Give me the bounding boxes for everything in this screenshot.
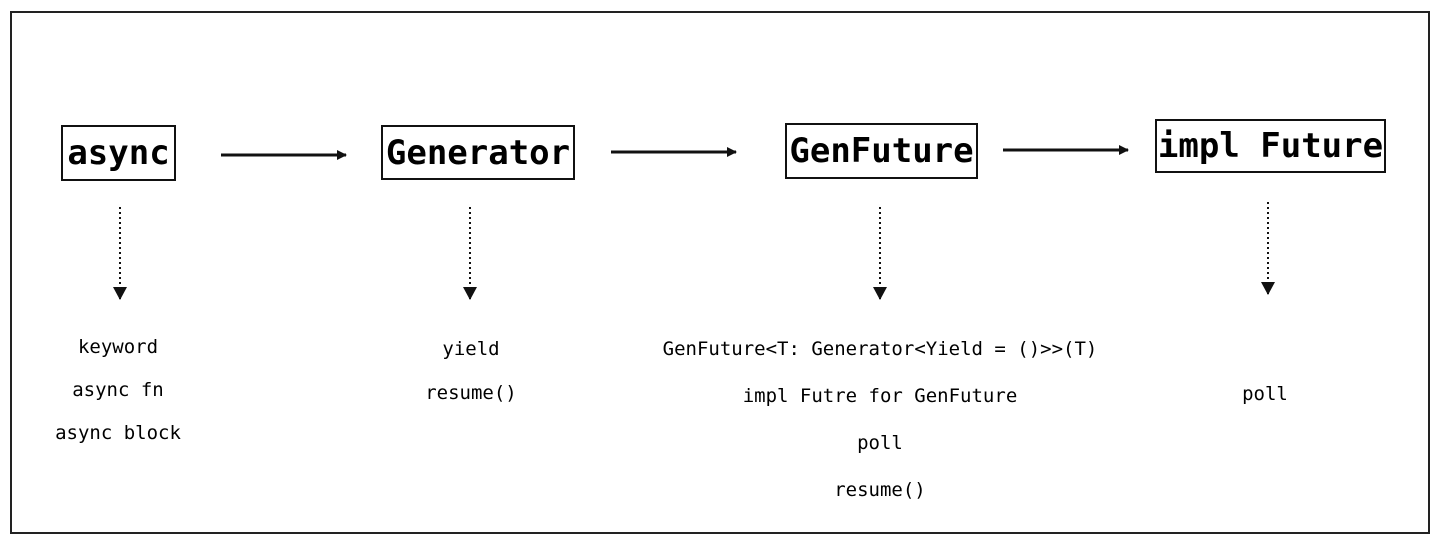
node-impl-future: impl Future <box>1155 119 1386 173</box>
node-genfuture-label: GenFuture <box>789 131 974 171</box>
node-impl-future-label: impl Future <box>1157 126 1384 166</box>
details-genfuture: GenFuture<T: Generator<Yield = ()>>(T) i… <box>640 338 1120 526</box>
node-generator: Generator <box>381 125 575 180</box>
detail-item: poll <box>1242 383 1288 405</box>
detail-item: async fn <box>72 379 164 401</box>
node-generator-label: Generator <box>385 132 571 173</box>
detail-item: GenFuture<T: Generator<Yield = ()>>(T) <box>662 338 1098 360</box>
node-async: async <box>61 125 176 181</box>
detail-item: impl Futre for GenFuture <box>742 385 1018 407</box>
diagram-frame <box>10 11 1430 534</box>
node-genfuture: GenFuture <box>785 123 978 179</box>
detail-item: keyword <box>77 336 159 358</box>
node-async-label: async <box>67 133 170 173</box>
detail-item: resume() <box>834 479 926 501</box>
details-async: keyword async fn async block <box>38 336 198 465</box>
detail-item: resume() <box>425 382 517 404</box>
details-generator: yield resume() <box>396 338 546 426</box>
detail-item: poll <box>857 432 903 454</box>
detail-item: yield <box>442 338 500 360</box>
detail-item: async block <box>55 422 181 444</box>
details-impl-future: poll <box>1190 383 1340 405</box>
